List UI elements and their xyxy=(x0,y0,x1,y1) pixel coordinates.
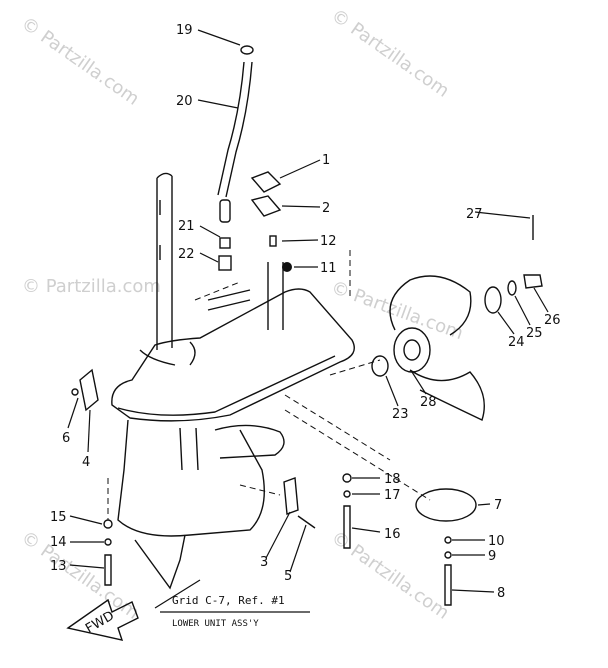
watermark-2: © Partzilla.com xyxy=(327,5,453,102)
note-line-1: Grid C-7, Ref. #1 xyxy=(172,594,285,607)
callout-labels: 19 20 1 2 12 11 21 22 27 26 25 24 28 23 … xyxy=(50,23,561,601)
callout-28: 28 xyxy=(420,395,437,410)
watermark-1: © Partzilla.com xyxy=(17,13,143,110)
callout-11: 11 xyxy=(320,261,337,276)
callout-18: 18 xyxy=(384,472,401,487)
callout-23: 23 xyxy=(392,407,409,422)
callout-25: 25 xyxy=(526,326,543,341)
leader-lines xyxy=(67,29,549,609)
watermark-4: © Partzilla.com xyxy=(328,277,466,344)
callout-1: 1 xyxy=(322,153,330,168)
callout-2: 2 xyxy=(322,201,330,216)
callout-20: 20 xyxy=(176,94,193,109)
watermark-3: © Partzilla.com xyxy=(22,276,161,297)
callout-5: 5 xyxy=(284,569,292,584)
callout-12: 12 xyxy=(320,234,337,249)
callout-3: 3 xyxy=(260,555,268,570)
fwd-label: FWD xyxy=(83,608,117,636)
reference-note: Grid C-7, Ref. #1 LOWER UNIT ASS'Y xyxy=(160,594,310,629)
callout-8: 8 xyxy=(497,586,505,601)
dashed-guides xyxy=(107,250,431,520)
callout-26: 26 xyxy=(544,313,561,328)
callout-10: 10 xyxy=(488,534,505,549)
lower-unit-housing xyxy=(111,172,355,590)
callout-4: 4 xyxy=(82,455,90,470)
callout-19: 19 xyxy=(176,23,193,38)
callout-27: 27 xyxy=(466,207,483,222)
callout-14: 14 xyxy=(50,535,67,550)
callout-16: 16 xyxy=(384,527,401,542)
callout-9: 9 xyxy=(488,549,496,564)
callout-24: 24 xyxy=(508,335,525,350)
note-line-2: LOWER UNIT ASS'Y xyxy=(172,619,259,629)
callout-21: 21 xyxy=(178,219,195,234)
callout-17: 17 xyxy=(384,488,401,503)
callout-13: 13 xyxy=(50,559,67,574)
callout-15: 15 xyxy=(50,510,67,525)
callout-6: 6 xyxy=(62,431,70,446)
callout-22: 22 xyxy=(178,247,195,262)
small-parts xyxy=(71,45,543,606)
callout-7: 7 xyxy=(494,498,502,513)
